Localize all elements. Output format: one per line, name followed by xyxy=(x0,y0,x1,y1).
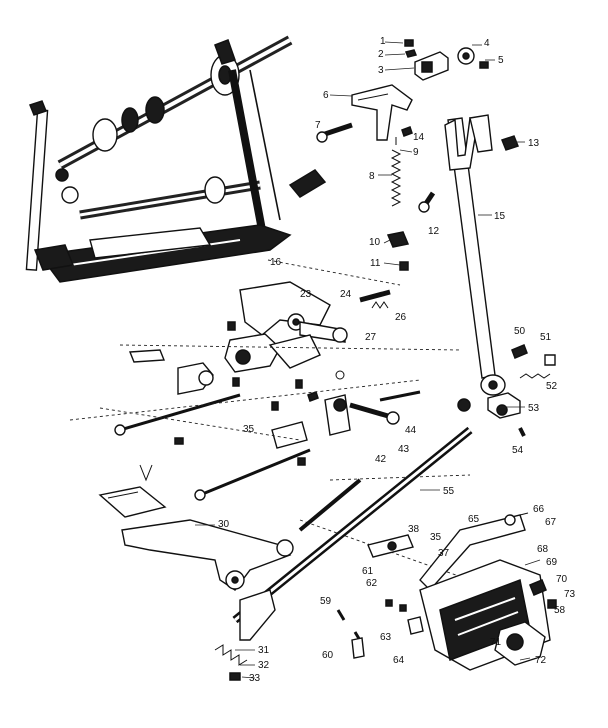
callout-37: 37 xyxy=(438,548,450,559)
callout-11: 11 xyxy=(370,258,381,269)
callout-30: 30 xyxy=(218,519,230,530)
callout-44: 44 xyxy=(405,425,417,436)
callout-35-upper: 35 xyxy=(243,424,255,435)
callout-73: 73 xyxy=(564,589,576,600)
callout-6: 6 xyxy=(323,90,329,101)
callout-15: 15 xyxy=(494,211,506,222)
callout-63: 63 xyxy=(380,632,392,643)
callout-35-lower: 35 xyxy=(430,532,442,543)
callout-71: 71 xyxy=(490,637,502,648)
callout-60: 60 xyxy=(322,650,334,661)
main-frame-assembly xyxy=(25,35,327,283)
callout-55: 55 xyxy=(443,486,455,497)
callout-72: 72 xyxy=(535,655,547,666)
callout-50: 50 xyxy=(514,326,526,337)
callout-42: 42 xyxy=(375,454,387,465)
callout-12: 12 xyxy=(428,226,440,237)
callout-68: 68 xyxy=(537,544,549,555)
callout-7: 7 xyxy=(315,120,321,131)
callout-27: 27 xyxy=(365,332,377,343)
callout-67: 67 xyxy=(545,517,557,528)
callout-58: 58 xyxy=(554,605,566,616)
callout-38: 38 xyxy=(408,524,420,535)
long-lever-15 xyxy=(444,114,506,396)
callout-51: 51 xyxy=(540,332,552,343)
callout-4: 4 xyxy=(484,38,490,49)
callout-70: 70 xyxy=(556,574,568,585)
callout-61: 61 xyxy=(362,566,374,577)
callout-69: 69 xyxy=(546,557,558,568)
callout-14: 14 xyxy=(413,132,425,143)
callout-24: 24 xyxy=(340,289,352,300)
callout-5: 5 xyxy=(498,55,504,66)
callout-59: 59 xyxy=(320,596,332,607)
callout-10: 10 xyxy=(369,237,381,248)
callout-64: 64 xyxy=(393,655,405,666)
callout-1: 1 xyxy=(380,36,386,47)
callout-66: 66 xyxy=(533,504,545,515)
callout-8: 8 xyxy=(369,171,375,182)
callout-33: 33 xyxy=(249,673,261,684)
callout-43: 43 xyxy=(398,444,410,455)
callout-9: 9 xyxy=(413,147,419,158)
upper-right-small-parts xyxy=(316,39,519,271)
callout-52: 52 xyxy=(546,381,558,392)
middle-linkage xyxy=(114,281,421,501)
callout-65: 65 xyxy=(468,514,480,525)
right-side-parts xyxy=(457,344,556,437)
callout-13: 13 xyxy=(528,138,540,149)
callout-53: 53 xyxy=(528,403,540,414)
callout-62: 62 xyxy=(366,578,378,589)
callout-2: 2 xyxy=(378,49,384,60)
long-shaft-55 xyxy=(232,426,473,624)
leader-lines xyxy=(195,41,541,679)
callout-3: 3 xyxy=(378,65,384,76)
callout-31: 31 xyxy=(258,645,270,656)
lower-right-assembly xyxy=(336,512,557,671)
callout-23: 23 xyxy=(300,289,312,300)
callout-32: 32 xyxy=(258,660,270,671)
callout-numbers: 1 2 3 4 5 6 7 8 9 10 11 12 13 14 15 16 2… xyxy=(218,36,576,684)
callout-54: 54 xyxy=(512,445,524,456)
feed-lever-30 xyxy=(98,464,294,681)
callout-26: 26 xyxy=(395,312,407,323)
callout-16: 16 xyxy=(270,257,282,268)
